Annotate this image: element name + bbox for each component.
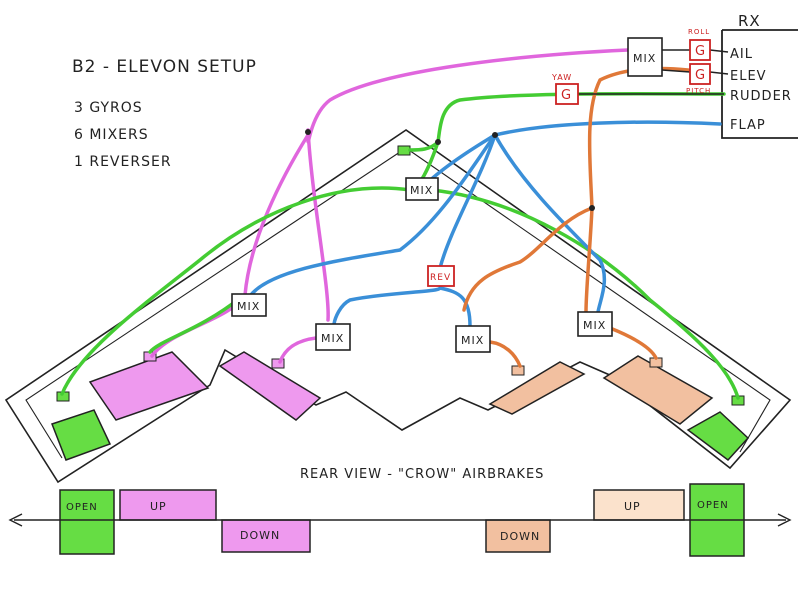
wire-orange-elev	[584, 66, 690, 314]
wire-magenta-mix-left	[150, 133, 310, 358]
svg-text:MIX: MIX	[461, 334, 484, 347]
servo-right-inner	[511, 365, 525, 376]
right-inner-elevon	[488, 361, 586, 415]
wire-orange-right	[608, 326, 658, 360]
wire-blue-d	[493, 133, 607, 314]
left-drag-rudder	[88, 351, 210, 421]
axis-arrow-left-icon	[8, 513, 23, 527]
receiver-box	[721, 29, 798, 139]
wire-blue-b	[248, 133, 497, 298]
mixer-right-inner: MIX	[455, 325, 491, 353]
left-inner-elevon	[218, 351, 322, 421]
rear-left-up: UP	[119, 489, 217, 521]
channel-elev: ELEV	[730, 69, 767, 84]
svg-text:DOWN: DOWN	[240, 529, 280, 542]
mixer-left-inner: MIX	[315, 323, 351, 351]
rear-left-down: DOWN	[221, 519, 311, 553]
reverser: REV	[427, 265, 455, 287]
svg-text:PITCH: PITCH	[686, 87, 711, 95]
svg-text:YAW: YAW	[551, 73, 572, 82]
wire-magenta-left	[306, 128, 330, 322]
mixer-right-outer: MIX	[577, 311, 613, 337]
wing-inner-outline	[25, 147, 771, 459]
channel-ail: AIL	[730, 47, 753, 62]
wire-green-left	[60, 186, 412, 396]
wire-blue-c	[438, 133, 497, 270]
rear-right-down: DOWN	[485, 519, 551, 553]
svg-text:ROLL: ROLL	[688, 28, 710, 36]
gyro-yaw: YAW G	[551, 73, 579, 105]
axis-arrow-right-icon	[777, 513, 792, 527]
svg-text:MIX: MIX	[410, 184, 433, 197]
receiver-label: RX	[738, 12, 761, 30]
channel-rudder: RUDDER	[730, 89, 792, 104]
channel-flap: FLAP	[730, 118, 766, 133]
svg-text:G: G	[561, 88, 572, 103]
note-gyros: 3 GYROS	[74, 100, 143, 116]
junction-magenta	[305, 129, 311, 135]
svg-text:MIX: MIX	[237, 300, 260, 313]
wire-green-left-drag	[148, 296, 242, 354]
servo-yaw-green	[397, 145, 411, 156]
servo-left-inner	[271, 358, 285, 369]
junction-green	[435, 139, 441, 145]
mixer-left-outer: MIX	[231, 293, 267, 317]
svg-text:OPEN: OPEN	[66, 502, 98, 513]
left-outer-elevon	[51, 409, 112, 461]
svg-text:REV: REV	[430, 273, 451, 283]
note-reverser: 1 REVERSER	[74, 154, 172, 170]
svg-text:MIX: MIX	[583, 319, 606, 332]
rear-right-up: UP	[593, 489, 685, 521]
rear-view-caption: REAR VIEW - "CROW" AIRBRAKES	[300, 467, 544, 482]
svg-text:G: G	[695, 44, 706, 59]
wire-orange-left	[462, 206, 594, 312]
svg-text:G: G	[695, 68, 706, 83]
mixer-ail-elev: MIX	[627, 37, 663, 77]
right-outer-elevon	[686, 411, 750, 462]
wire-blue-flap	[493, 120, 722, 137]
svg-text:MIX: MIX	[633, 52, 656, 65]
junction-orange	[589, 205, 595, 211]
svg-text:UP: UP	[624, 500, 641, 513]
right-drag-rudder	[602, 355, 714, 425]
wire-gyro-leads	[578, 49, 729, 95]
wire-orange-inner	[488, 340, 522, 368]
wire-magenta-mix-inner	[278, 336, 318, 364]
mixer-center: MIX	[405, 177, 439, 201]
svg-text:DOWN: DOWN	[500, 530, 540, 543]
junction-blue	[492, 132, 498, 138]
rear-left-open: OPEN	[59, 489, 115, 555]
note-mixers: 6 MIXERS	[74, 127, 149, 143]
svg-text:MIX: MIX	[321, 332, 344, 345]
wire-green-right	[430, 188, 740, 400]
wing-outline	[4, 129, 792, 484]
gyro-roll: ROLL G	[688, 28, 711, 61]
svg-text:UP: UP	[150, 500, 167, 513]
gyro-pitch: G PITCH	[686, 63, 711, 95]
wire-magenta-main	[306, 48, 630, 144]
svg-text:OPEN: OPEN	[697, 500, 729, 511]
wire-blue-rev-split	[332, 286, 472, 328]
diagram-title: B2 - ELEVON SETUP	[72, 57, 257, 77]
